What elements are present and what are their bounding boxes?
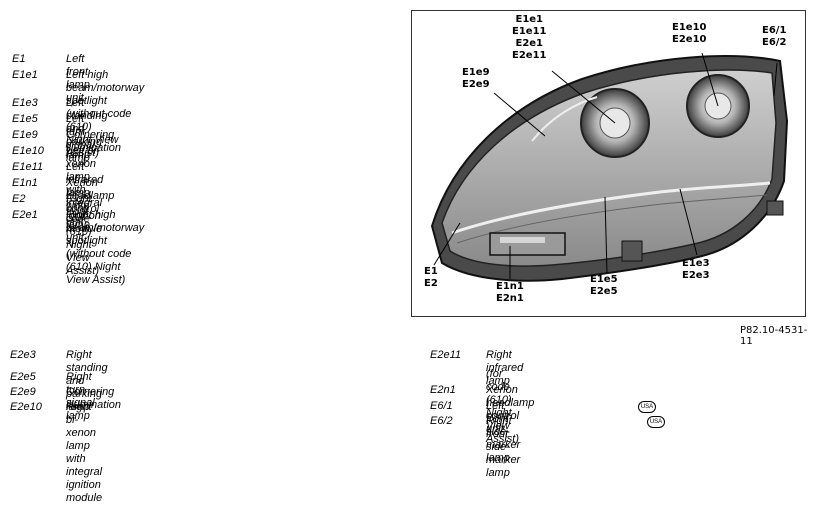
headlamp-figure: E1e1 E1e11 E2e1 E2e11 E1e9 E2e9 E1e10 E2…: [411, 10, 806, 317]
legend-code: E2e3: [10, 349, 36, 361]
legend-description: Right standing and parking lamp: [66, 349, 108, 413]
legend-description: Cornering illumination: [66, 386, 122, 411]
legend-description: Left standing and parking lamp: [66, 97, 108, 161]
legend-code: E6/2: [430, 415, 453, 427]
legend-code: E1e5: [12, 113, 38, 125]
usa-badge-icon: USA: [638, 401, 656, 413]
legend-code: E2e5: [10, 371, 36, 383]
callout-e1e10: E1e10 E2e10: [672, 22, 707, 45]
lens-lower-strip: [451, 181, 771, 235]
callout-e1e3: E1e3 E2e3: [682, 258, 710, 281]
legend-description: (for code (610) Night View Assist): [486, 368, 519, 445]
legend-code: E1e11: [12, 161, 43, 173]
headlamp-illustration: [430, 52, 789, 282]
callout-e1n1: E1n1 E2n1: [496, 281, 524, 304]
legend-code: E2n1: [430, 384, 456, 396]
callout-e1: E1 E2: [424, 266, 438, 289]
callout-e6: E6/1 E6/2: [762, 25, 787, 48]
legend-code: E1n1: [12, 177, 38, 189]
legend-code: E1e3: [12, 97, 38, 109]
legend-description: Right front lamp unit: [66, 193, 92, 244]
legend-description: Right bi-xenon lamp with integral igniti…: [66, 401, 103, 504]
legend-description: Right infrared lamp: [486, 349, 524, 387]
legend-code: E2e9: [10, 386, 36, 398]
legend-code: E2e1: [12, 209, 38, 221]
legend-description: Xenon headlamp control unit: [66, 177, 115, 228]
legend-code: E1e10: [12, 145, 44, 157]
legend-code: E6/1: [430, 400, 453, 412]
legend-code: E1: [12, 53, 26, 65]
legend-description: Right turn signal lamp: [66, 371, 95, 422]
callout-e1e5: E1e5 E2e5: [590, 274, 618, 297]
callout-e1e1: E1e1 E1e11 E2e1 E2e11: [512, 14, 547, 61]
legend-description: Right high beam/motorway spotlight (with…: [66, 209, 145, 286]
legend-description: Left turn signal lamp: [66, 113, 95, 164]
legend-description: Left infrared lamp (with code (610) Nigh…: [66, 161, 104, 277]
legend-code: E2e11: [430, 349, 461, 361]
legend-code: E2e10: [10, 401, 42, 413]
control-unit: [489, 232, 566, 256]
legend-code: E1e9: [12, 129, 38, 141]
legend-description: Left high beam/motorway spotlight (witho…: [66, 69, 145, 159]
legend-description: Xenon headlamp control unit: [486, 384, 535, 435]
figure-reference: P82.10-4531-11: [740, 325, 808, 347]
legend-description: Right front side-marker lamp: [486, 415, 521, 479]
legend-code: E1e1: [12, 69, 38, 81]
callout-e1e9: E1e9 E2e9: [462, 67, 490, 90]
legend-code: E2: [12, 193, 26, 205]
legend-description: Left front lamp unit: [66, 53, 90, 104]
usa-badge-icon: USA: [647, 416, 665, 428]
legend-description: Cornering illumination: [66, 129, 122, 154]
legend-description: Left bi-xenon lamp with integral ignitio…: [66, 145, 103, 235]
